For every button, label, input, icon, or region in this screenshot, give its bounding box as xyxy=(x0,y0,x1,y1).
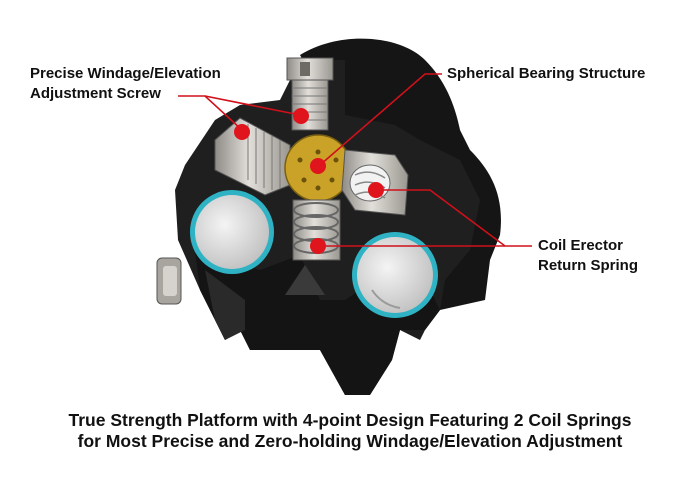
caption-line2: for Most Precise and Zero-holding Windag… xyxy=(77,431,623,451)
marker-elevation-screw xyxy=(293,108,309,124)
caption-line1: True Strength Platform with 4-point Desi… xyxy=(68,410,632,430)
leader-coil-spring-right xyxy=(378,189,532,247)
marker-windage-screw xyxy=(234,124,250,140)
right-lens xyxy=(352,232,438,318)
label-spherical-bearing: Spherical Bearing Structure xyxy=(447,64,645,84)
leader-lines xyxy=(178,73,532,247)
marker-lower-spring xyxy=(310,238,326,254)
label-adjustment-screw-line2: Adjustment Screw xyxy=(30,85,161,102)
label-adjustment-screw-line1: Precise Windage/Elevation xyxy=(30,65,221,82)
callout-markers xyxy=(234,108,384,254)
label-adjustment-screw: Precise Windage/Elevation Adjustment Scr… xyxy=(30,64,221,104)
label-coil-spring-line2: Return Spring xyxy=(538,257,638,274)
mount-foot xyxy=(205,270,245,340)
label-coil-spring: Coil Erector Return Spring xyxy=(538,236,638,276)
leader-spherical-bearing xyxy=(319,73,442,166)
body-lower-face xyxy=(195,250,440,395)
clamp-bolt-head xyxy=(163,266,177,296)
leader-adjustment-screw-2 xyxy=(204,95,301,116)
marker-spherical-bearing xyxy=(310,158,326,174)
label-coil-spring-line1: Coil Erector xyxy=(538,237,624,254)
center-notch xyxy=(285,265,325,295)
left-lens xyxy=(190,190,274,274)
marker-right-spring xyxy=(368,182,384,198)
label-spherical-bearing-line1: Spherical Bearing Structure xyxy=(447,65,646,82)
